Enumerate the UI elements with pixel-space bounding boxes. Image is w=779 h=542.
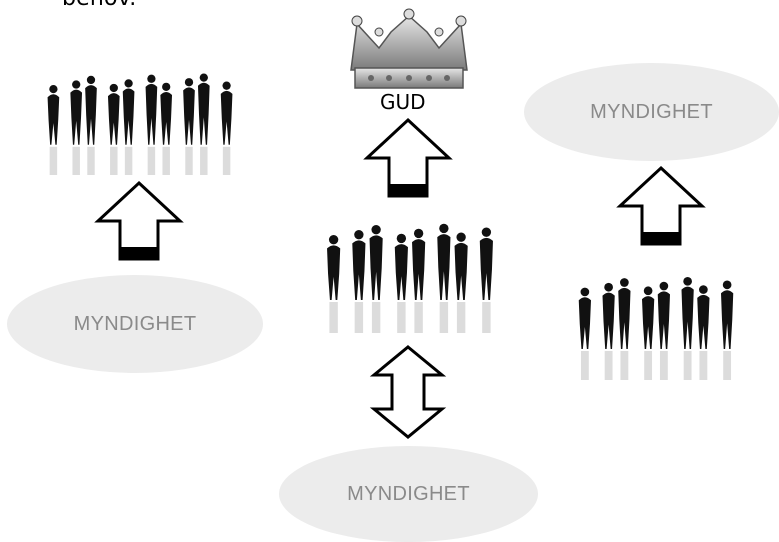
people-group-icon	[327, 223, 493, 333]
crown-icon	[350, 8, 468, 89]
ellipse-left-label: MYNDIGHET	[73, 312, 197, 335]
double-arrow-icon	[369, 345, 447, 439]
people-group-icon	[47, 73, 233, 175]
up-arrow-icon	[94, 180, 184, 261]
people-group-icon	[578, 276, 734, 380]
ellipse-left: MYNDIGHET	[7, 275, 263, 373]
ellipse-right-label: MYNDIGHET	[590, 100, 713, 123]
caption-text: behov.	[62, 0, 136, 11]
up-arrow-icon	[616, 165, 706, 246]
ellipse-right: MYNDIGHET	[524, 63, 779, 161]
crown-label: GUD	[380, 90, 426, 114]
ellipse-bottom-label: MYNDIGHET	[347, 482, 470, 505]
up-arrow-icon	[363, 117, 453, 198]
ellipse-bottom: MYNDIGHET	[279, 446, 538, 542]
